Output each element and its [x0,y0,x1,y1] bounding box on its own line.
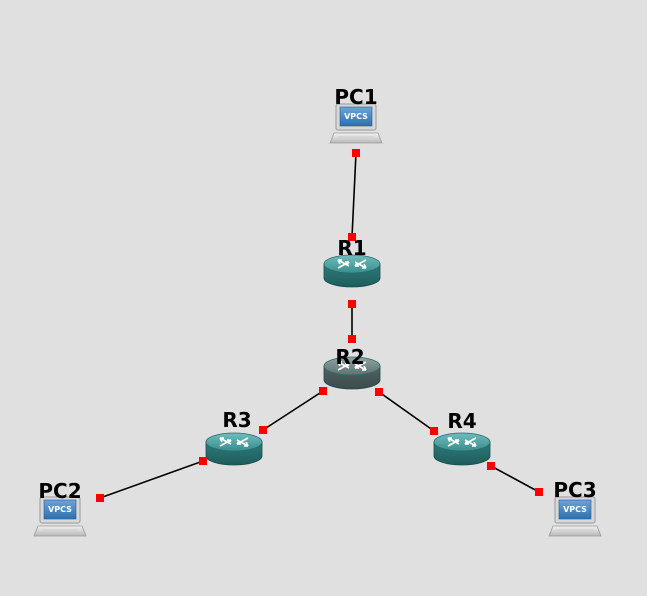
vpcs-badge: VPCS [48,505,72,514]
link-r2-r3[interactable] [262,390,324,431]
port-r1-r2 [348,300,356,308]
node-label-r3: R3 [222,408,251,432]
ports-layer [96,149,543,502]
link-pc1-r1[interactable] [351,152,357,238]
node-label-r2: R2 [335,345,364,369]
router-icon [337,361,367,371]
port-pc1-r1 [352,149,360,157]
port-r2-r4 [375,388,383,396]
link-r2-r4[interactable] [378,391,435,432]
link-r3-pc2[interactable] [99,460,204,499]
router-icon [219,437,249,447]
port-r4-pc3 [487,462,495,470]
pc1-vpcs[interactable]: VPCS [329,103,383,144]
pc3-vpcs[interactable]: VPCS [548,496,602,537]
port-pc3-r4 [535,488,543,496]
router-icon [447,437,477,447]
node-label-pc2: PC2 [38,479,81,503]
port-r3-r2 [259,426,267,434]
vpcs-badge: VPCS [563,505,587,514]
router-r2[interactable] [323,356,381,390]
router-r1[interactable] [323,254,381,288]
nodes-layer: VPCS VPCS VPCS [33,103,602,537]
node-label-r4: R4 [447,409,476,433]
router-icon [337,259,367,269]
node-label-pc1: PC1 [334,85,377,109]
node-label-pc3: PC3 [553,478,596,502]
router-r3[interactable] [205,432,263,466]
link-r4-pc3[interactable] [490,465,540,493]
port-r1-pc1 [348,233,356,241]
router-r4[interactable] [433,432,491,466]
vpcs-pc-icon [33,496,87,537]
port-r4-r2 [430,427,438,435]
vpcs-pc-icon [548,496,602,537]
port-pc2-r3 [96,494,104,502]
pc2-vpcs[interactable]: VPCS [33,496,87,537]
vpcs-badge: VPCS [344,112,368,121]
port-r2-r3 [319,387,327,395]
vpcs-pc-icon [329,103,383,144]
links-layer [99,152,540,499]
port-r2-r1 [348,335,356,343]
node-label-r1: R1 [337,236,366,260]
port-r3-pc2 [199,457,207,465]
